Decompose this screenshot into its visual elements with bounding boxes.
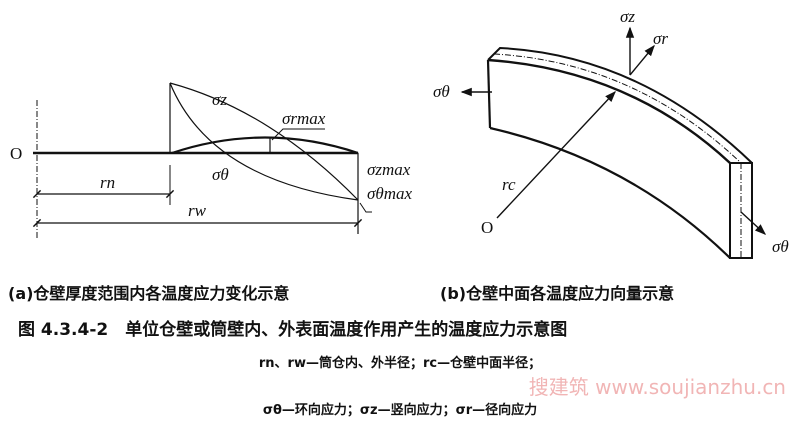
label-rn: rn (100, 173, 115, 192)
label-origin-b: O (481, 218, 493, 237)
note-stresses: σθ—环向应力；σz—竖向应力；σr—径向应力 (262, 403, 538, 418)
sigma-rmax-leader (271, 128, 325, 141)
diagram-a (32, 82, 372, 238)
label-sigma-thetamax: σθmax (367, 184, 413, 203)
mid-surface-line (493, 53, 742, 164)
sigma-theta-curve (169, 82, 359, 201)
sigma-r-arrow (629, 44, 655, 76)
figure-title: 图 4.3.4-2 单位仓壁或筒壁内、外表面温度作用产生的温度应力示意图 (18, 320, 568, 340)
label-sigma-theta: σθ (212, 165, 229, 184)
wall-left-edge (486, 59, 492, 129)
label-sigma-z: σz (212, 90, 227, 109)
watermark: 搜建筑 www.soujianzhu.cn (528, 375, 786, 399)
wall-top-front-edge (487, 58, 731, 164)
label-sigma-r-b: σr (653, 29, 668, 48)
sigma-max-leader (359, 202, 372, 213)
wall-bottom-edge (489, 126, 731, 259)
label-rw: rw (188, 201, 207, 220)
label-sigma-theta-right: σθ (772, 237, 789, 256)
rc-arrow (496, 90, 616, 219)
label-sigma-theta-left: σθ (433, 82, 450, 101)
label-sigma-rmax: σrmax (282, 109, 326, 128)
label-sigma-zmax: σzmax (367, 160, 411, 179)
wall-top-back-edge (487, 46, 753, 164)
diagram-b (460, 26, 767, 259)
diagrams: O σz σrmax σθ σzmax σθmax rn rw σz σr σθ… (10, 7, 789, 259)
caption-b: (b)仓壁中面各温度应力向量示意 (440, 284, 675, 303)
sigma-z-curve (169, 82, 359, 201)
sigma-theta-right-arrow (740, 211, 767, 235)
label-sigma-z-b: σz (620, 7, 635, 26)
sigma-r-curve (171, 136, 359, 155)
label-origin-a: O (10, 144, 22, 163)
note-radii: rn、rw—筒仓内、外半径；rc—仓壁中面半径； (258, 356, 542, 371)
caption-a: (a)仓壁厚度范围内各温度应力变化示意 (8, 284, 290, 303)
label-rc: rc (502, 175, 516, 194)
